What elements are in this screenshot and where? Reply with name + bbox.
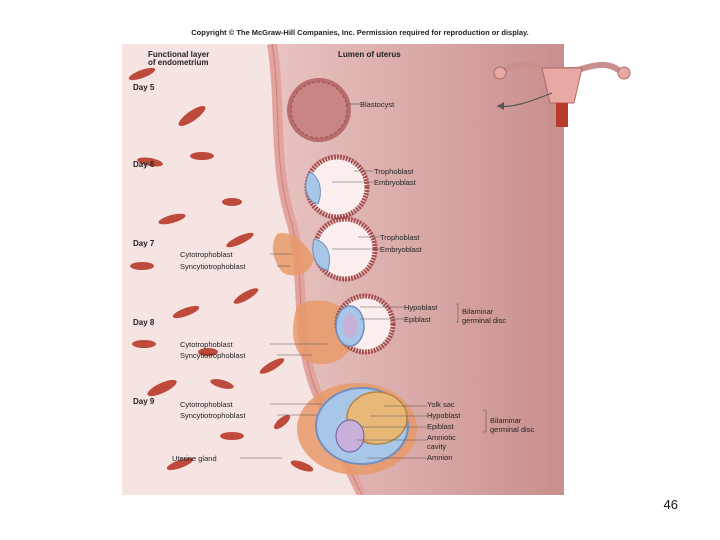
d8-cytotrophoblast-label: Cytotrophoblast bbox=[180, 340, 233, 349]
day-5-label: Day 5 bbox=[133, 83, 154, 92]
d8-epiblast-label: Epiblast bbox=[404, 315, 431, 324]
d6-trophoblast-label: Trophoblast bbox=[374, 167, 413, 176]
d7-trophoblast-label: Trophoblast bbox=[380, 233, 419, 242]
d8-hypoblast-label: Hypoblast bbox=[404, 303, 437, 312]
header-lumen: Lumen of uterus bbox=[338, 50, 401, 59]
blastocyst-label: Blastocyst bbox=[360, 100, 394, 109]
d9-epiblast-label: Epiblast bbox=[427, 422, 454, 431]
uterus-inset-icon bbox=[482, 48, 632, 133]
d9-amnion-label: Amnion bbox=[427, 453, 452, 462]
d9-germinal-disc-label: germinal disc bbox=[490, 425, 534, 434]
d9-yolk-sac-label: Yolk sac bbox=[427, 400, 455, 409]
d8-bilaminar-label: Bilaminar bbox=[462, 307, 493, 316]
d9-bilaminar-label: Bilaminar bbox=[490, 416, 521, 425]
d9-cytotrophoblast-label: Cytotrophoblast bbox=[180, 400, 233, 409]
d6-embryoblast-label: Embryoblast bbox=[374, 178, 416, 187]
day-7-label: Day 7 bbox=[133, 239, 154, 248]
d9-hypoblast-label: Hypoblast bbox=[427, 411, 460, 420]
header-endometrium: of endometrium bbox=[148, 58, 208, 67]
page-number: 46 bbox=[664, 497, 678, 512]
day9-embryo bbox=[297, 383, 417, 475]
day-6-label: Day 6 bbox=[133, 160, 154, 169]
day5-blastocyst bbox=[287, 78, 351, 142]
d8-syncytiotrophoblast-label: Syncytiotrophoblast bbox=[180, 351, 245, 360]
d9-amniotic-label: Amniotic bbox=[427, 433, 456, 442]
d9-cavity-label: cavity bbox=[427, 442, 446, 451]
day-9-label: Day 9 bbox=[133, 397, 154, 406]
day-8-label: Day 8 bbox=[133, 318, 154, 327]
d7-cytotrophoblast-label: Cytotrophoblast bbox=[180, 250, 233, 259]
d7-embryoblast-label: Embryoblast bbox=[380, 245, 422, 254]
d7-syncytiotrophoblast-label: Syncytiotrophoblast bbox=[180, 262, 245, 271]
uterine-gland-label: Uterine gland bbox=[172, 454, 217, 463]
d8-germinal-disc-label: germinal disc bbox=[462, 316, 506, 325]
d9-syncytiotrophoblast-label: Syncytiotrophoblast bbox=[180, 411, 245, 420]
copyright-notice: Copyright © The McGraw-Hill Companies, I… bbox=[0, 28, 720, 37]
